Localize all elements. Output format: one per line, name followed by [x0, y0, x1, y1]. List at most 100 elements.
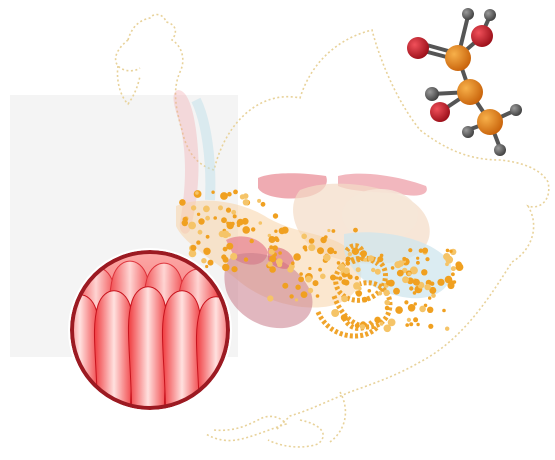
nutrient-dot	[380, 254, 384, 258]
nutrient-dot	[428, 324, 433, 329]
nutrient-dot	[378, 291, 382, 295]
nutrient-dot	[332, 229, 336, 233]
nutrient-dot	[317, 247, 324, 254]
nutrient-dot	[341, 296, 348, 303]
nutrient-dot	[413, 279, 420, 286]
nutrient-dot	[267, 261, 272, 266]
nutrient-dot	[303, 245, 308, 250]
nutrient-dot	[289, 294, 293, 298]
nutrient-dot	[386, 280, 391, 285]
nutrient-dot	[208, 260, 214, 266]
nutrient-dot	[205, 216, 210, 221]
nutrient-dot	[220, 192, 228, 200]
nutrient-dot	[305, 276, 312, 283]
nutrient-dot	[380, 322, 384, 326]
nutrient-dot	[272, 245, 278, 251]
nutrient-dot	[445, 256, 453, 264]
nutrient-dot	[230, 253, 237, 260]
nutrient-dot	[384, 300, 390, 306]
nutrient-dot	[375, 269, 381, 275]
nutrient-dot	[221, 217, 227, 223]
nutrient-dot	[242, 226, 250, 234]
nutrient-dot	[343, 280, 349, 286]
nutrient-dot	[240, 194, 245, 199]
nutrient-dot	[391, 266, 395, 270]
nutrient-dot	[276, 258, 283, 265]
villus	[94, 291, 133, 436]
nutrient-dot	[346, 257, 351, 262]
nutrient-dot	[223, 257, 229, 263]
nutrient-dot	[257, 199, 261, 203]
nutrient-dot	[402, 257, 406, 261]
nutrient-dot	[385, 306, 390, 311]
nutrient-dot	[445, 276, 453, 284]
nutrient-dot	[341, 314, 348, 321]
nutrient-dot	[211, 191, 214, 194]
nutrient-dot	[348, 252, 352, 256]
nutrient-dot	[278, 251, 282, 255]
nutrient-dot	[308, 267, 311, 270]
nutrient-dot	[407, 318, 411, 322]
nutrient-dot	[356, 290, 362, 296]
nutrient-dot	[397, 260, 404, 267]
nutrient-dot	[231, 266, 237, 272]
nutrient-dot	[362, 297, 368, 303]
nutrient-dot	[422, 248, 428, 254]
nutrient-dot	[416, 257, 419, 260]
nutrient-dot	[320, 274, 326, 280]
nutrient-dot	[203, 248, 210, 255]
nutrient-dot	[295, 298, 298, 301]
nutrient-dot	[287, 267, 293, 273]
nutrient-dot	[425, 257, 429, 261]
nutrient-dot	[301, 234, 307, 240]
villus	[162, 291, 201, 436]
nutrient-dot	[355, 276, 359, 280]
nutrient-dot	[397, 270, 404, 277]
nutrient-dot	[374, 317, 381, 324]
nutrient-dot	[291, 261, 295, 265]
nutrient-dot	[449, 250, 452, 253]
nutrient-dot	[442, 309, 446, 313]
nutrient-dot	[402, 276, 409, 283]
nutrient-dot	[205, 265, 208, 268]
nutrient-dot	[293, 253, 301, 261]
nutrient-dot	[298, 276, 304, 282]
nutrient-dot	[453, 280, 457, 284]
nutrient-dot	[393, 288, 400, 295]
nutrient-dot	[259, 221, 263, 225]
nutrient-dot	[279, 228, 286, 235]
nutrient-dot	[183, 217, 188, 222]
nutrient-dot	[451, 266, 456, 271]
nutrient-dot	[404, 300, 408, 304]
nutrient-dot	[424, 284, 430, 290]
nutrient-dot	[419, 306, 426, 313]
nutrient-dot	[308, 288, 313, 293]
nutrient-dot	[226, 243, 233, 250]
nutrient-dot	[201, 258, 206, 263]
nutrient-dot	[227, 222, 234, 229]
nutrient-dot	[198, 218, 204, 224]
nutrient-dot	[409, 286, 413, 290]
nutrient-dot	[274, 230, 277, 233]
nutrient-dot	[352, 248, 359, 255]
nutrient-dot	[377, 256, 383, 262]
nutrient-dot	[275, 238, 279, 242]
nutrient-dot	[179, 199, 186, 206]
nutrient-dot	[445, 327, 449, 331]
nutrient-dot	[267, 295, 273, 301]
nutrient-dot	[358, 287, 362, 291]
nutrient-dot	[383, 290, 389, 296]
nutrient-dot	[222, 231, 230, 239]
nutrient-dot	[408, 248, 412, 252]
nutrient-dot	[405, 323, 409, 327]
nutrient-dot	[451, 272, 455, 276]
nutrient-dot	[327, 229, 330, 232]
nutrient-dot	[273, 213, 278, 218]
nutrient-dot	[231, 210, 236, 215]
nutrient-dot	[368, 289, 372, 293]
nutrient-dot	[437, 279, 444, 286]
nutrient-dot	[269, 266, 276, 273]
nutrient-dot	[395, 306, 403, 314]
nutrient-dot	[191, 205, 196, 210]
